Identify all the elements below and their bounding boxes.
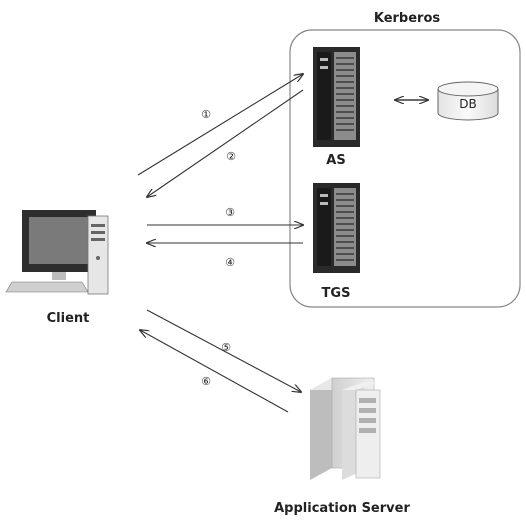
- arrow-step-6: [140, 330, 289, 413]
- arrow-step-1: [137, 74, 303, 176]
- tgs-label: TGS: [322, 286, 351, 301]
- step-label-6: ⑥: [201, 375, 211, 388]
- client-computer-icon: [5, 210, 109, 295]
- database-icon: [437, 81, 499, 121]
- db-label: DB: [459, 97, 476, 111]
- app-server-label: Application Server: [274, 501, 410, 516]
- arrow-step-2: [147, 89, 304, 197]
- client-screen: [29, 217, 89, 264]
- step-label-1: ①: [201, 108, 211, 121]
- client-label: Client: [47, 311, 90, 326]
- step-label-5: ⑤: [221, 341, 231, 354]
- application-server-icon: [310, 377, 381, 480]
- client-keyboard: [5, 281, 89, 293]
- step-label-3: ③: [225, 206, 235, 219]
- as-server-icon: [313, 47, 360, 147]
- arrow-step-5: [146, 309, 301, 392]
- step-label-4: ④: [225, 256, 235, 269]
- step-label-2: ②: [226, 150, 236, 163]
- tgs-server-icon: [313, 183, 360, 273]
- as-label: AS: [326, 153, 345, 168]
- client-tower: [87, 215, 109, 295]
- kerberos-title: Kerberos: [374, 11, 441, 26]
